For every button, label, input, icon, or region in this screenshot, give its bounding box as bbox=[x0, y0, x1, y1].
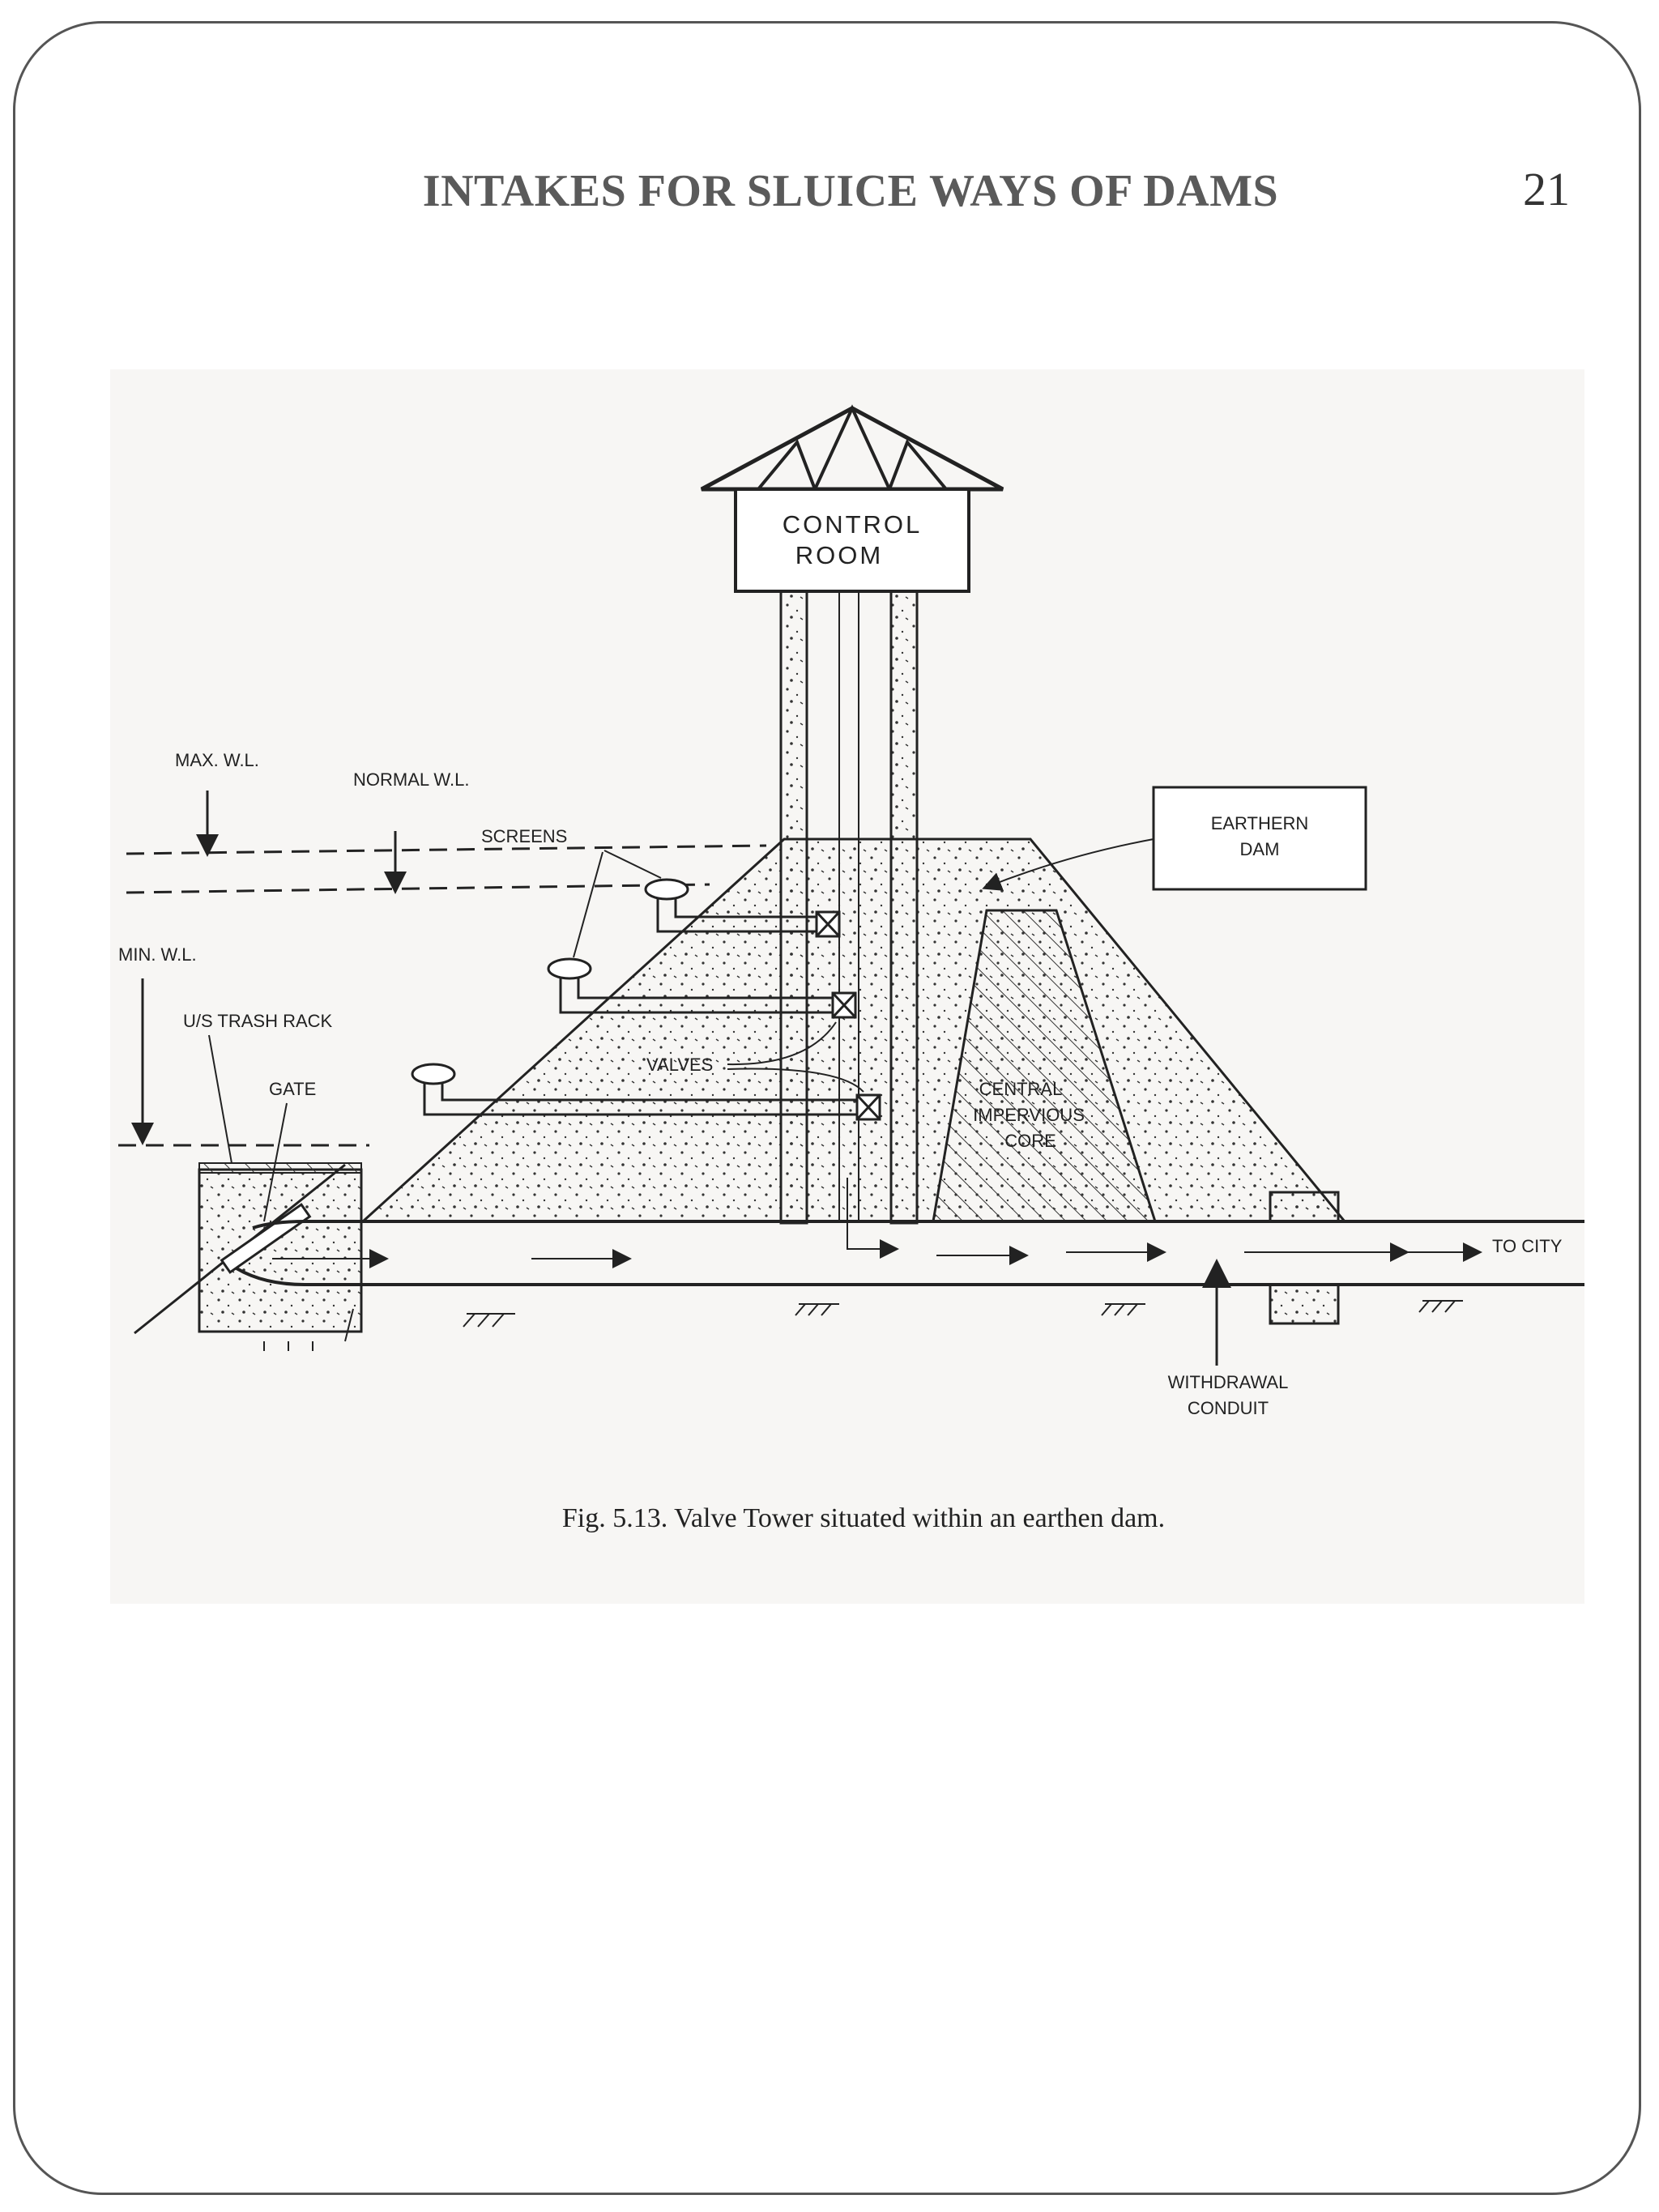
valves-leaders bbox=[727, 1021, 864, 1093]
valves-label: VALVES bbox=[646, 1055, 713, 1075]
intake-well bbox=[134, 1162, 363, 1335]
withdrawal-label-line2: CONDUIT bbox=[1188, 1398, 1269, 1418]
control-room-label-line2: ROOM bbox=[795, 541, 883, 569]
earthern-dam-label-box bbox=[1152, 786, 1367, 891]
normal-water-level-line bbox=[126, 883, 710, 894]
min-wl-label: MIN. W.L. bbox=[118, 944, 197, 965]
screens-leaders bbox=[573, 850, 662, 958]
earthen-dam-embankment bbox=[360, 837, 1348, 1223]
page-number: 21 bbox=[1523, 163, 1570, 215]
gate-label: GATE bbox=[269, 1079, 316, 1099]
core-label-line2: IMPERVIOUS bbox=[973, 1105, 1085, 1125]
figure-caption: Fig. 5.13. Valve Tower situated within a… bbox=[561, 1503, 1166, 1533]
earthern-dam-label-line2: DAM bbox=[1240, 839, 1280, 859]
figure-panel: CONTROL ROOM MAX. W.L. NORMAL W.L. MIN. … bbox=[110, 369, 1584, 1604]
trash-rack-leader bbox=[208, 1034, 232, 1164]
valve-tower bbox=[779, 590, 919, 1225]
gate-leader bbox=[263, 1102, 288, 1222]
earthern-dam-label-line1: EARTHERN bbox=[1211, 813, 1309, 833]
max-wl-label: MAX. W.L. bbox=[175, 750, 259, 770]
earthern-dam-leader bbox=[982, 838, 1154, 891]
screens-label: SCREENS bbox=[481, 826, 567, 846]
max-water-level-line bbox=[126, 844, 767, 855]
control-room-label-line1: CONTROL bbox=[783, 510, 923, 539]
core-label-line3: CORE bbox=[1004, 1131, 1056, 1151]
water-level-arrows bbox=[131, 791, 407, 1145]
slide-frame bbox=[13, 21, 1641, 2195]
to-city-label: TO CITY bbox=[1492, 1236, 1563, 1256]
screens bbox=[411, 878, 689, 1085]
withdrawal-label-line1: WITHDRAWAL bbox=[1168, 1372, 1289, 1392]
valve-tower-diagram: CONTROL ROOM MAX. W.L. NORMAL W.L. MIN. … bbox=[118, 404, 1584, 1418]
slide-title: INTAKES FOR SLUICE WAYS OF DAMS bbox=[422, 166, 1279, 216]
valves bbox=[815, 910, 881, 1121]
withdrawal-conduit bbox=[235, 1178, 1584, 1325]
core-label-line1: CENTRAL bbox=[979, 1079, 1063, 1099]
normal-wl-label: NORMAL W.L. bbox=[353, 769, 469, 790]
control-room: CONTROL ROOM bbox=[700, 404, 1004, 593]
intake-pipes bbox=[423, 894, 862, 1116]
ground-hatching bbox=[263, 1300, 1463, 1351]
us-trash-rack-label: U/S TRASH RACK bbox=[183, 1011, 333, 1031]
